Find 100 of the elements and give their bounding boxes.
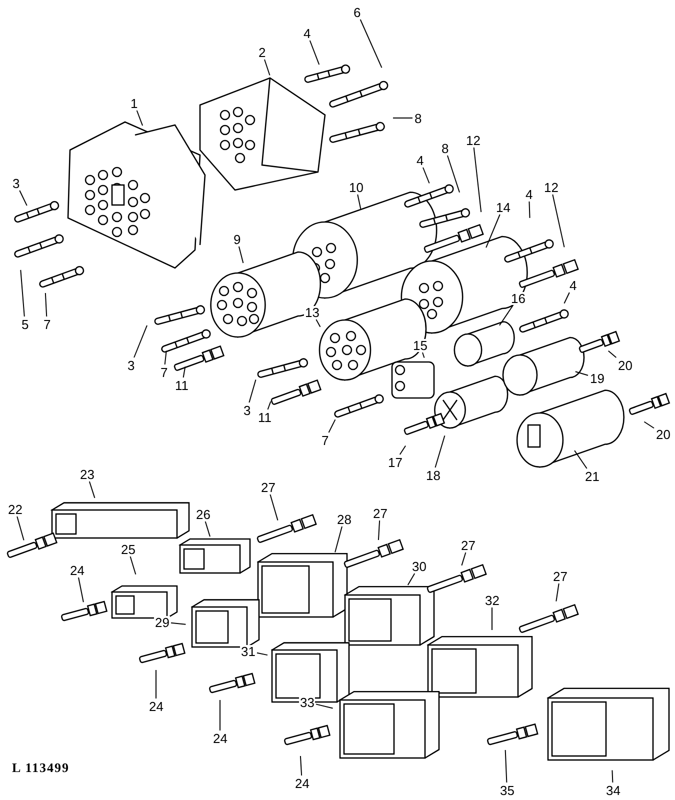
callout-number: 12 — [543, 180, 560, 194]
leader-line — [461, 552, 466, 566]
callout-number: 22 — [7, 502, 24, 516]
callout-number: 25 — [120, 542, 136, 556]
leader-line — [238, 246, 244, 264]
callout-number: 29 — [154, 616, 170, 628]
leader-line — [309, 40, 320, 66]
leader-line — [360, 19, 382, 68]
callout-number: 32 — [484, 594, 500, 606]
callout-number: 7 — [42, 318, 52, 330]
leader-line — [378, 520, 380, 541]
callout-number: 20 — [617, 358, 634, 372]
leader-line — [504, 750, 508, 783]
callout-number: 7 — [320, 434, 330, 446]
leader-line — [357, 194, 362, 210]
leader-line — [204, 521, 210, 538]
callout-number: 10 — [348, 180, 364, 194]
callout-number: 21 — [584, 470, 600, 482]
leader-line — [270, 494, 278, 521]
leader-line — [256, 652, 268, 656]
leader-line — [136, 110, 144, 126]
callout-number: 11 — [257, 410, 272, 424]
callout-number: 3 — [242, 404, 252, 416]
callout-number: 24 — [212, 732, 228, 744]
leader-line — [644, 421, 654, 429]
callout-number: 19 — [589, 372, 606, 384]
leader-line — [473, 147, 482, 213]
callout-number: 9 — [232, 232, 242, 246]
leader-line — [88, 481, 96, 498]
callout-number: 13 — [304, 306, 320, 318]
callout-number: 27 — [260, 480, 276, 494]
leader-line — [498, 305, 514, 326]
callout-number: 24 — [294, 776, 310, 790]
callout-number: 8 — [414, 112, 423, 124]
leader-line — [574, 450, 588, 469]
callout-number: 14 — [495, 200, 512, 214]
callout-number: 31 — [240, 644, 256, 658]
leader-line — [316, 319, 321, 328]
callout-number: 26 — [195, 508, 212, 520]
leader-line — [264, 59, 270, 76]
leader-line — [19, 190, 28, 206]
leader-line — [248, 379, 256, 403]
callout-number: 30 — [411, 560, 428, 572]
callout-number: 33 — [299, 696, 316, 708]
callout-number: 7 — [160, 366, 169, 378]
callout-number: 8 — [440, 142, 450, 154]
leader-line — [422, 167, 430, 184]
callout-number: 2 — [258, 46, 267, 58]
leader-line — [267, 400, 272, 410]
callout-number: 6 — [352, 6, 362, 18]
callout-number: 24 — [69, 564, 86, 576]
leader-line — [486, 214, 500, 248]
callout-number: 18 — [425, 468, 442, 482]
leader-line — [612, 770, 614, 783]
leader-line — [552, 194, 565, 248]
leader-line — [334, 526, 342, 553]
callout-number: 3 — [12, 176, 21, 190]
callout-number: 3 — [126, 358, 136, 372]
callout-number: 27 — [460, 538, 476, 552]
leader-line — [300, 755, 302, 776]
callout-number: 17 — [387, 456, 404, 468]
callout-number: 4 — [568, 278, 578, 292]
leader-line — [170, 622, 186, 625]
callout-number: 4 — [524, 188, 534, 200]
callout-number: 23 — [79, 468, 96, 480]
leader-line — [574, 371, 588, 376]
callout-number: 20 — [655, 428, 672, 440]
callout-number: 5 — [20, 318, 30, 330]
leader-line — [399, 445, 406, 455]
callout-number: 27 — [372, 506, 388, 520]
callout-number: 11 — [174, 378, 190, 392]
leader-line — [407, 573, 416, 586]
callout-number: 24 — [148, 700, 164, 712]
callout-number: 34 — [605, 784, 622, 796]
leader-line — [564, 292, 570, 304]
callout-number: 12 — [465, 134, 482, 146]
leader-line — [78, 577, 84, 603]
leader-line — [134, 324, 148, 358]
leader-line — [608, 350, 617, 358]
callout-number: 35 — [499, 784, 516, 796]
leader-line — [20, 269, 25, 317]
callout-number: 4 — [416, 154, 425, 166]
leader-line — [316, 704, 334, 709]
leader-line — [182, 366, 186, 378]
callout-number: 28 — [336, 512, 352, 526]
callout-number: 27 — [552, 570, 568, 582]
leader-line — [164, 350, 167, 365]
leader-line — [130, 556, 136, 575]
leader-line — [422, 352, 425, 358]
figure-number: L 113499 — [12, 760, 70, 776]
leader-line — [446, 155, 460, 193]
leader-line — [16, 516, 24, 541]
leader-line — [528, 201, 530, 218]
leader-line — [44, 292, 48, 317]
leader-line — [556, 583, 560, 602]
leader-line — [434, 435, 446, 468]
callout-number: 1 — [130, 96, 139, 110]
callout-number: 4 — [302, 26, 312, 40]
callout-number: 16 — [510, 292, 526, 304]
callout-number: 15 — [412, 338, 428, 352]
